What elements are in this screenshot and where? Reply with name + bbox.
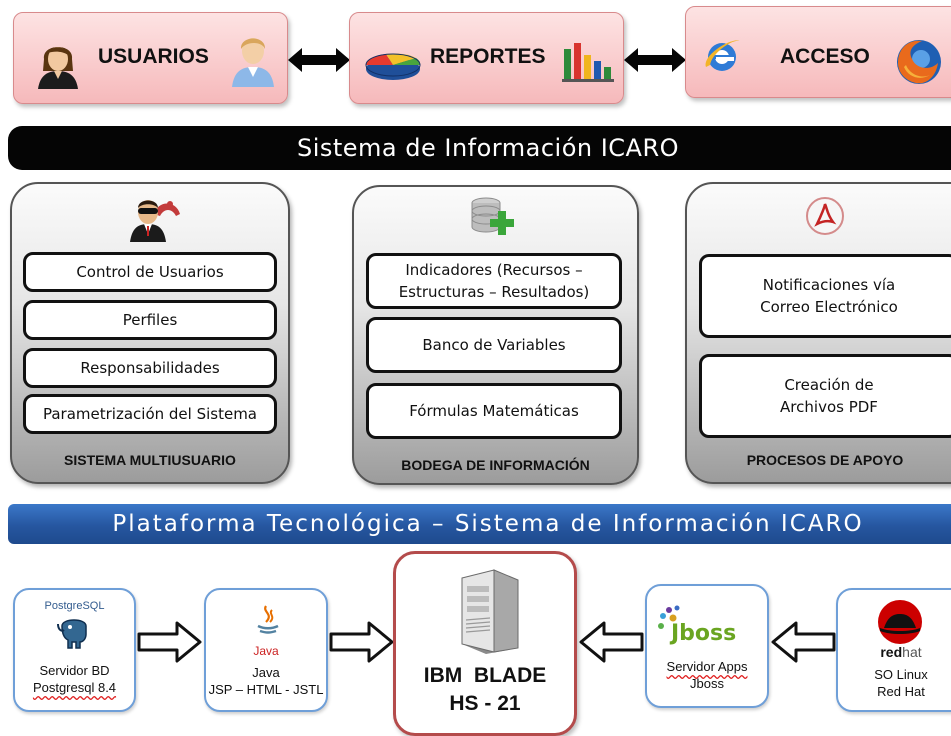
redhat-icon <box>878 600 922 644</box>
elephant-icon <box>57 619 87 649</box>
arrow-right-1 <box>137 621 202 663</box>
jboss-logo-text: Jboss <box>669 621 736 646</box>
postgres-line1: Servidor BD <box>39 663 110 678</box>
arrow-right-2 <box>329 621 394 663</box>
ibm-label: IBM BLADE HS - 21 <box>396 662 574 718</box>
usuarios-box: USUARIOS <box>13 12 288 104</box>
procesos-item-notificaciones: Notificaciones vía Correo Electrónico <box>699 254 951 338</box>
user-male-icon <box>232 38 274 87</box>
redhat-logo-text: redhat <box>838 644 951 660</box>
reportes-label: REPORTES <box>430 45 546 68</box>
bodega-item-indicadores-line1: Indicadores (Recursos – <box>405 261 583 279</box>
procesos-item-notificaciones-line1: Notificaciones vía <box>762 276 896 294</box>
redhat-label: SO Linux Red Hat <box>838 666 951 700</box>
ibm-line1: IBM BLADE <box>423 664 547 687</box>
usuarios-label: USUARIOS <box>98 45 209 68</box>
pie-chart-icon <box>365 53 421 80</box>
arrow-left-2 <box>771 621 836 663</box>
internet-explorer-icon <box>705 40 740 71</box>
procesos-item-pdf-line2: Archivos PDF <box>780 398 878 416</box>
user-female-icon <box>38 47 78 89</box>
postgres-logo-text: PostgreSQL <box>44 600 105 612</box>
postgres-line2: Postgresql 8.4 <box>32 680 117 695</box>
procesos-item-notificaciones-line2: Correo Electrónico <box>760 298 898 316</box>
database-add-icon <box>471 197 514 235</box>
java-box: Java Java JSP – HTML - JSTL <box>204 588 328 712</box>
procesos-title: PROCESOS DE APOYO <box>746 452 904 468</box>
java-icon <box>257 605 279 634</box>
double-arrow-1 <box>288 48 350 72</box>
java-line1: Java <box>252 665 280 680</box>
java-logo-text: Java <box>253 644 279 658</box>
firefox-icon <box>897 40 941 84</box>
reportes-box: REPORTES <box>349 12 624 104</box>
jboss-label: Servidor Apps Jboss <box>647 658 767 692</box>
server-tower-icon <box>461 569 519 654</box>
bodega-item-banco-variables: Banco de Variables <box>366 317 622 373</box>
jboss-icon: Jboss <box>658 605 736 646</box>
sistema-banner: Sistema de Información ICARO <box>8 126 951 170</box>
acrobat-icon <box>806 197 844 235</box>
procesos-panel: Notificaciones vía Correo Electrónico Cr… <box>685 182 951 484</box>
multiusuario-item-control-usuarios: Control de Usuarios <box>23 252 277 292</box>
acceso-label: ACCESO <box>780 45 870 68</box>
redhat-logo-red: red <box>880 644 903 660</box>
bodega-item-indicadores-line2: Estructuras – Resultados) <box>398 283 590 301</box>
multiusuario-item-perfiles: Perfiles <box>23 300 277 340</box>
redhat-line2: Red Hat <box>877 684 925 699</box>
bar-chart-icon <box>562 43 614 82</box>
jboss-line1: Servidor Apps <box>666 659 748 674</box>
multiusuario-title: SISTEMA MULTIUSUARIO <box>64 452 236 468</box>
security-agent-icon <box>130 200 180 242</box>
bodega-item-formulas: Fórmulas Matemáticas <box>366 383 622 439</box>
multiusuario-item-responsabilidades: Responsabilidades <box>23 348 277 388</box>
bodega-item-indicadores: Indicadores (Recursos – Estructuras – Re… <box>366 253 622 309</box>
redhat-line1: SO Linux <box>874 667 928 682</box>
bodega-title: BODEGA DE INFORMACIÓN <box>401 457 590 473</box>
double-arrow-2 <box>624 48 686 72</box>
acceso-box: ACCESO <box>685 6 951 98</box>
jboss-box: Jboss Servidor Apps Jboss <box>645 584 769 708</box>
postgres-box: PostgreSQL Servidor BD Postgresql 8.4 <box>13 588 136 712</box>
procesos-item-pdf: Creación de Archivos PDF <box>699 354 951 438</box>
jboss-line2: Jboss <box>690 676 724 691</box>
plataforma-banner: Plataforma Tecnológica – Sistema de Info… <box>8 504 951 544</box>
multiusuario-item-parametrizacion: Parametrización del Sistema <box>23 394 277 434</box>
bodega-panel: Indicadores (Recursos – Estructuras – Re… <box>352 185 639 485</box>
procesos-item-pdf-line1: Creación de <box>784 376 874 394</box>
ibm-box: IBM BLADE HS - 21 <box>393 551 577 736</box>
java-label: Java JSP – HTML - JSTL <box>206 664 326 698</box>
redhat-logo-hat: hat <box>902 644 922 660</box>
redhat-box: redhat SO Linux Red Hat <box>836 588 951 712</box>
arrow-left-1 <box>579 621 644 663</box>
multiusuario-panel: Control de Usuarios Perfiles Responsabil… <box>10 182 290 484</box>
postgres-label: Servidor BD Postgresql 8.4 <box>15 662 134 696</box>
java-line2: JSP – HTML - JSTL <box>208 682 324 697</box>
ibm-line2: HS - 21 <box>449 692 521 715</box>
